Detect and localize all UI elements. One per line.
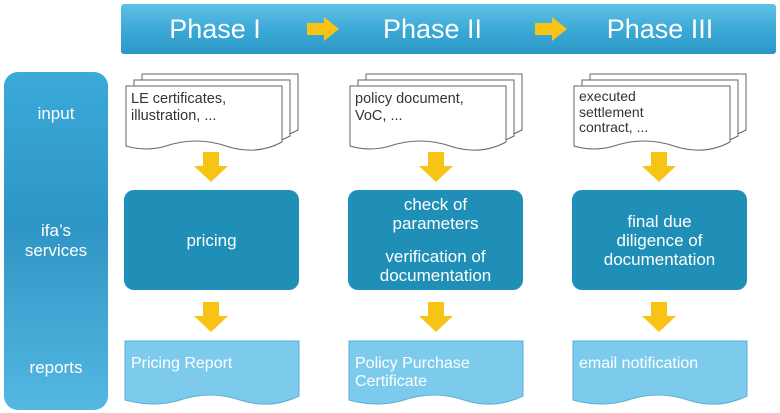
service-text: diligence of	[616, 230, 703, 250]
service-text: parameters	[392, 214, 479, 233]
service-box-pricing: pricing	[124, 190, 299, 290]
service-text: check of	[403, 195, 468, 214]
arrow-down-icon	[642, 152, 676, 182]
phase-banner	[121, 4, 776, 54]
phase-3-label: Phase III	[606, 14, 714, 44]
service-box-check-verification: check of parameters verification of docu…	[348, 190, 523, 290]
input-text-2: policy document, VoC, ...	[355, 91, 464, 124]
input-document-stack-icon	[125, 73, 299, 151]
report-document-icon	[124, 340, 300, 405]
arrow-down-icon	[194, 302, 228, 332]
row-label-services: ifa’s services	[24, 221, 88, 260]
input-text-3: executed settlement contract, ...	[579, 88, 649, 135]
phase-arrow-right-icon	[307, 17, 339, 41]
arrow-down-icon	[419, 152, 453, 182]
service-text: pricing	[186, 230, 237, 250]
report-text-3: email notification	[579, 355, 699, 372]
service-text: documentation	[603, 249, 716, 269]
service-text: documentation	[379, 266, 492, 285]
report-text-1: Pricing Report	[131, 355, 233, 372]
arrow-down-icon	[642, 302, 676, 332]
input-document-stack-icon	[573, 73, 747, 151]
row-label-input: input	[37, 104, 75, 123]
row-sidebar	[4, 72, 108, 410]
service-box-due-diligence: final due diligence of documentation	[572, 190, 747, 290]
service-text: final due	[627, 211, 692, 231]
arrow-down-icon	[419, 302, 453, 332]
phase-1-label: Phase I	[169, 14, 261, 44]
report-document-icon	[348, 340, 524, 405]
service-text: verification of	[385, 247, 486, 266]
phase-arrow-right-icon	[535, 17, 567, 41]
input-document-stack-icon	[349, 73, 523, 151]
phase-2-label: Phase II	[382, 14, 483, 44]
report-document-icon	[572, 340, 748, 405]
row-label-reports: reports	[29, 358, 83, 377]
input-text-1: LE certificates, illustration, ...	[131, 91, 227, 124]
report-text-2: Policy Purchase Certificate	[355, 355, 470, 390]
arrow-down-icon	[194, 152, 228, 182]
